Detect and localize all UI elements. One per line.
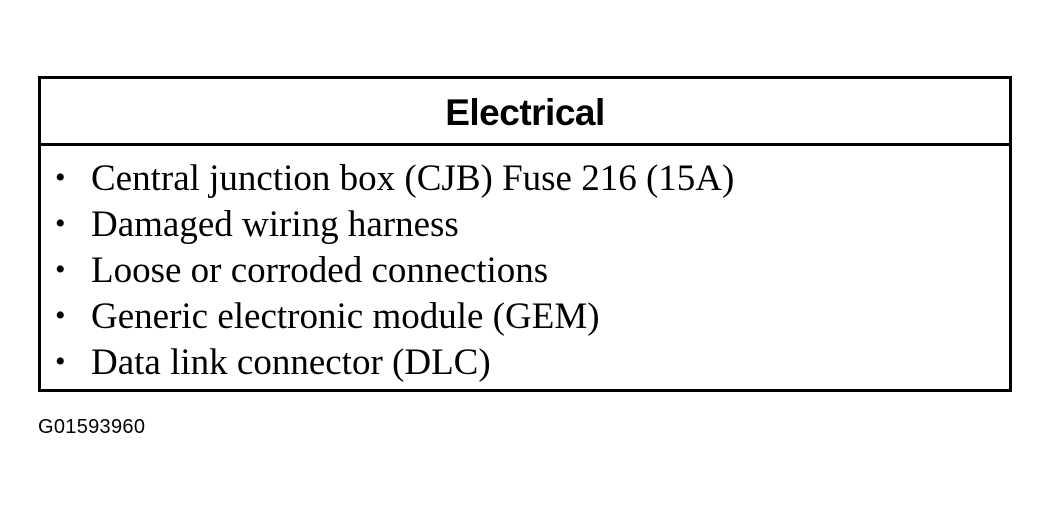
list-item-text: Loose or corroded connections <box>91 250 549 291</box>
list-item-text: Central junction box (CJB) Fuse 216 (15A… <box>91 158 735 199</box>
cause-list: • Central junction box (CJB) Fuse 216 (1… <box>41 146 1009 389</box>
list-item: • Loose or corroded connections <box>55 251 1009 297</box>
list-item-text: Generic electronic module (GEM) <box>91 296 600 337</box>
list-item: • Damaged wiring harness <box>55 205 1009 251</box>
list-item-text: Damaged wiring harness <box>91 204 459 245</box>
bullet-icon: • <box>55 161 66 194</box>
figure-id-caption: G01593960 <box>38 416 146 438</box>
bullet-icon: • <box>55 299 66 332</box>
bullet-icon: • <box>55 345 66 378</box>
list-item: • Central junction box (CJB) Fuse 216 (1… <box>55 159 1009 205</box>
bullet-icon: • <box>55 207 66 240</box>
table-header: Electrical <box>41 79 1009 146</box>
bullet-icon: • <box>55 253 66 286</box>
list-item: • Generic electronic module (GEM) <box>55 297 1009 343</box>
list-item: • Data link connector (DLC) <box>55 343 1009 389</box>
list-item-text: Data link connector (DLC) <box>91 342 491 383</box>
electrical-table: Electrical • Central junction box (CJB) … <box>38 76 1012 392</box>
table-title: Electrical <box>445 92 605 133</box>
